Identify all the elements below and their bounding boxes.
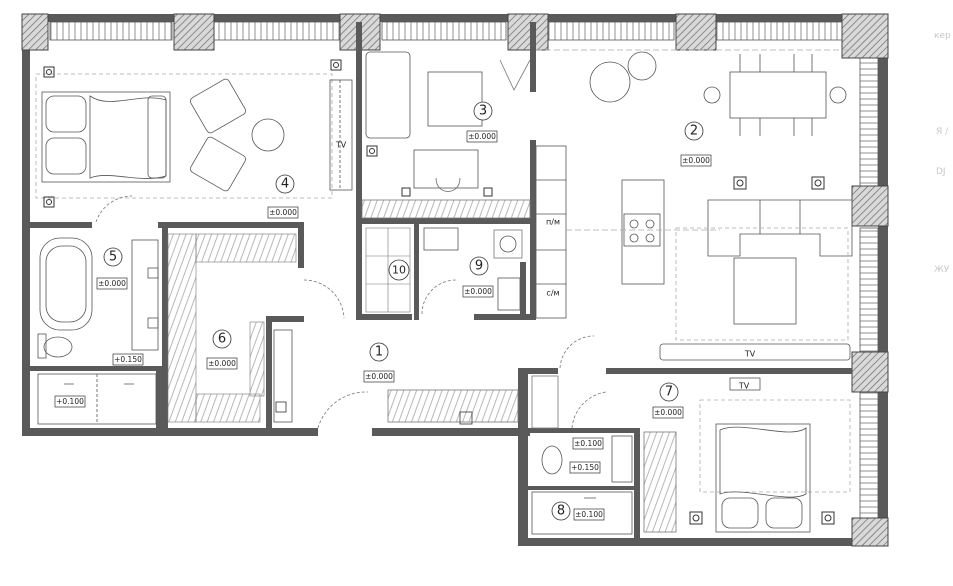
- room-10-number: 10: [392, 264, 406, 277]
- tv-living-label: TV: [744, 350, 756, 359]
- room-7-level: ±0.000: [654, 408, 682, 417]
- right-windows: [859, 57, 879, 519]
- bedroom-7: [643, 377, 851, 533]
- dishwasher-label: с/м: [546, 289, 559, 298]
- living-kitchen-2: [535, 49, 856, 361]
- room-7-number: 7: [665, 385, 673, 400]
- room-1-number: 1: [375, 345, 383, 360]
- room-9-number: 9: [475, 259, 483, 274]
- room-10: [365, 227, 411, 313]
- bedroom-4-sockets: [43, 59, 342, 208]
- room-6-level: ±0.000: [208, 359, 236, 368]
- room-3-number: 3: [479, 104, 487, 119]
- edge-text: кер Я / DJ ЖУ: [934, 31, 951, 275]
- room-2-number: 2: [690, 124, 698, 139]
- room-5-level: ±0.000: [98, 279, 126, 288]
- room-1-level: ±0.000: [365, 372, 393, 381]
- room-4-level: ±0.000: [269, 208, 297, 217]
- room-8-number: 8: [557, 504, 565, 519]
- tv-label: TV: [335, 141, 347, 150]
- tv-bedroom7-label: TV: [738, 382, 750, 391]
- room-8-floor-level: ±0.100: [574, 439, 602, 448]
- wardrobe-6: [167, 233, 297, 423]
- edge-text-1: кер: [934, 31, 951, 41]
- study-3: [361, 51, 531, 219]
- room-3-level: ±0.000: [468, 132, 496, 141]
- bath5-shower-level: +0.150: [114, 355, 142, 364]
- fridge-label: п/м: [546, 218, 560, 227]
- bedroom-7-sockets: [689, 511, 835, 525]
- bathroom-8: [531, 375, 633, 535]
- interior-walls: [30, 22, 852, 538]
- room-2-level: ±0.000: [682, 156, 710, 165]
- room-8-level: ±0.100: [575, 510, 603, 519]
- bedroom-4: [35, 73, 353, 199]
- hall-1: [273, 329, 595, 429]
- room-6-number: 6: [218, 332, 226, 347]
- bathroom-5: [37, 237, 159, 359]
- edge-text-3: DJ: [936, 167, 946, 177]
- edge-text-4: ЖУ: [934, 265, 950, 275]
- edge-text-2: Я /: [936, 127, 949, 137]
- bath8-shower-level: +0.150: [571, 463, 599, 472]
- room-5-number: 5: [109, 250, 117, 265]
- bath5-corridor-level: +0.100: [56, 397, 84, 406]
- level-marks: +0.150 +0.100 ±0.100 +0.150: [54, 353, 604, 474]
- room-4-number: 4: [281, 177, 289, 192]
- top-windows: [49, 21, 843, 41]
- armchair-icon: [190, 78, 246, 192]
- outer-walls: [22, 14, 888, 546]
- study-3-sockets: [366, 145, 493, 197]
- room-labels: 1 ±0.000 2 ±0.000 3 ±0.000 4 ±0.000 5 ±0…: [96, 101, 712, 521]
- living-sockets: [733, 176, 825, 190]
- bath-9: [421, 227, 523, 315]
- room-9-level: ±0.000: [464, 287, 492, 296]
